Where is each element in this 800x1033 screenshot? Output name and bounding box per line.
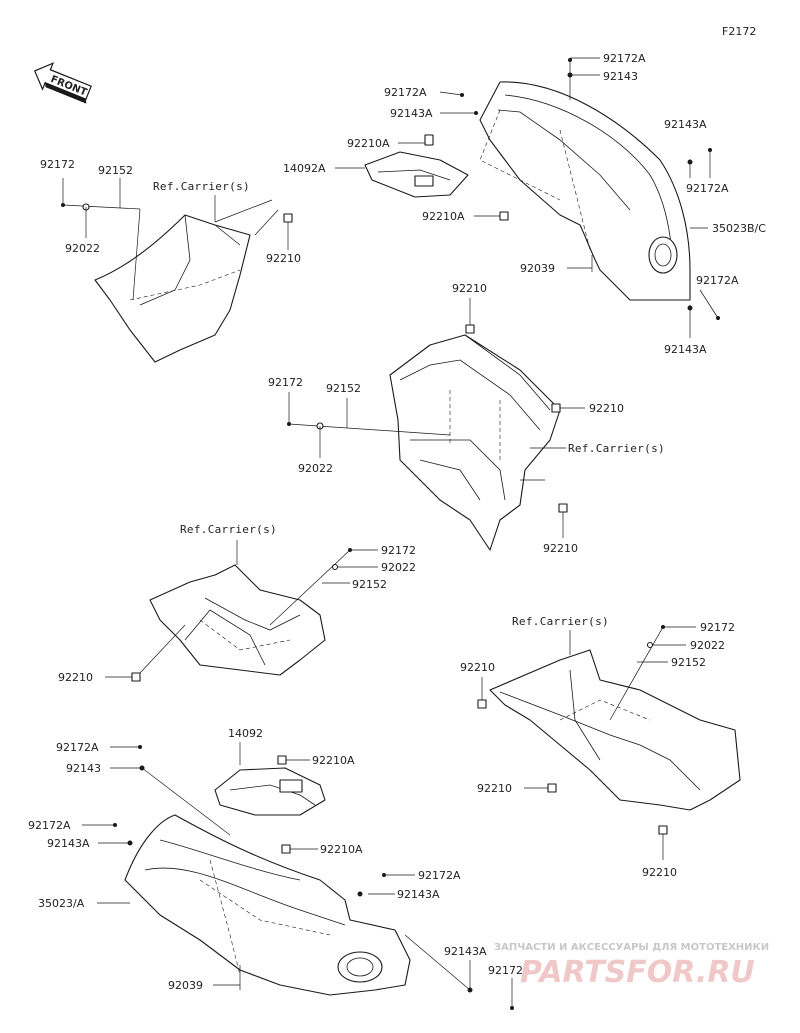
middle-left-leaders [105, 540, 378, 682]
label-92210: 92210 [266, 252, 301, 265]
label-92143A: 92143A [47, 837, 90, 850]
center-storage-box [389, 334, 561, 551]
diagram-code: F2172 [722, 25, 756, 38]
label-92210: 92210 [452, 282, 487, 295]
label-ref-carrier: Ref.Carrier(s) [512, 615, 609, 628]
label-ref-carrier: Ref.Carrier(s) [568, 442, 665, 455]
label-92143: 92143 [66, 762, 101, 775]
rear-fender-right [479, 81, 691, 301]
label-92143A: 92143A [444, 945, 487, 958]
rear-fender-left [124, 814, 411, 996]
upper-left-guard [94, 214, 251, 363]
label-92210: 92210 [543, 542, 578, 555]
label-92143A: 92143A [390, 107, 433, 120]
label-92143A: 92143A [397, 888, 440, 901]
bottom-leaders [82, 742, 514, 1010]
label-92039: 92039 [520, 262, 555, 275]
label-92022: 92022 [381, 561, 416, 574]
middle-left-guard [149, 564, 326, 676]
label-92210A: 92210A [312, 754, 355, 767]
label-92143: 92143 [603, 70, 638, 83]
center-leaders [287, 298, 585, 538]
top-leaders [335, 57, 720, 338]
label-92172: 92172 [268, 376, 303, 389]
label-ref-carrier: Ref.Carrier(s) [180, 523, 277, 536]
label-92143A: 92143A [664, 343, 707, 356]
front-arrow-icon: FRONT [33, 62, 92, 104]
label-92172A: 92172A [384, 86, 427, 99]
label-92210: 92210 [477, 782, 512, 795]
label-92172A: 92172A [418, 869, 461, 882]
label-92172: 92172 [40, 158, 75, 171]
middle-right-leaders [477, 625, 696, 860]
cover-14092A [364, 134, 469, 198]
label-92152: 92152 [352, 578, 387, 591]
label-92152: 92152 [326, 382, 361, 395]
label-92210A: 92210A [422, 210, 465, 223]
label-92210: 92210 [642, 866, 677, 879]
label-92039: 92039 [168, 979, 203, 992]
label-92143A: 92143A [664, 118, 707, 131]
watermark-tagline: ЗАПЧАСТИ И АКСЕССУАРЫ ДЛЯ МОТОТЕХНИКИ [494, 942, 769, 953]
label-92172A: 92172A [696, 274, 739, 287]
label-92172A: 92172A [56, 741, 99, 754]
label-92210: 92210 [589, 402, 624, 415]
label-92210A: 92210A [347, 137, 390, 150]
label-92172A: 92172A [603, 52, 646, 65]
label-92172: 92172 [381, 544, 416, 557]
label-92172A: 92172A [488, 964, 531, 977]
label-92210: 92210 [460, 661, 495, 674]
label-92210: 92210 [58, 671, 93, 684]
cover-14092 [214, 767, 326, 816]
label-35023BC: 35023B/C [712, 222, 766, 235]
label-92022: 92022 [298, 462, 333, 475]
label-35023A: 35023/A [38, 897, 85, 910]
label-14092: 14092 [228, 727, 263, 740]
label-92172A: 92172A [686, 182, 729, 195]
label-92022: 92022 [65, 242, 100, 255]
label-ref-carrier: Ref.Carrier(s) [153, 180, 250, 193]
watermark-brand: PARTSFOR.RU [520, 955, 755, 990]
label-92172: 92172 [700, 621, 735, 634]
label-92210A: 92210A [320, 843, 363, 856]
label-92022: 92022 [690, 639, 725, 652]
label-92152: 92152 [98, 164, 133, 177]
label-92152: 92152 [671, 656, 706, 669]
label-14092A: 14092A [283, 162, 326, 175]
label-92172A: 92172A [28, 819, 71, 832]
middle-right-guard [489, 649, 741, 811]
upper-left-leaders [61, 178, 293, 301]
